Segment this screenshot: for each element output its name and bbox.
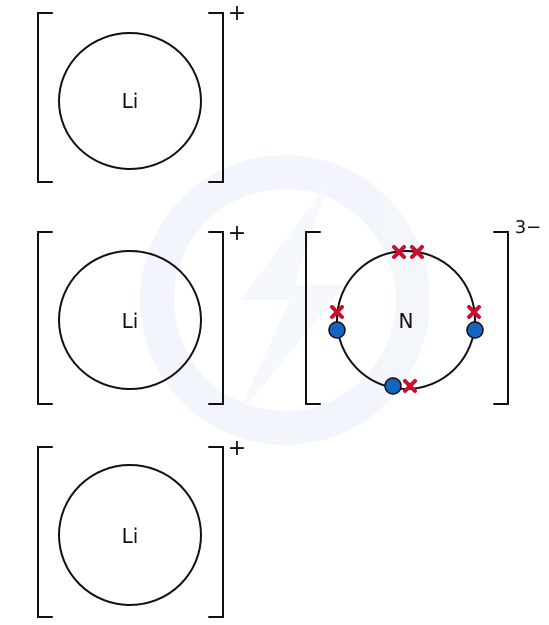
dot-icon [384, 377, 402, 395]
left-bracket [37, 446, 53, 618]
lithium-ion-2: Li + [37, 221, 246, 405]
right-bracket [208, 231, 224, 405]
lithium-shell [58, 250, 202, 390]
left-bracket [37, 12, 53, 183]
cross-icon [403, 379, 417, 393]
cross-icon [330, 305, 344, 319]
cross-icon [392, 245, 406, 259]
lithium-charge: + [228, 221, 246, 246]
lithium-symbol: Li [122, 89, 139, 113]
lithium-shell [58, 464, 202, 606]
lithium-shell [58, 32, 202, 170]
right-bracket [493, 231, 509, 405]
lithium-symbol: Li [122, 524, 139, 548]
lithium-ion-1: Li + [37, 1, 246, 183]
left-bracket [305, 231, 321, 405]
lithium-ion-3: Li + [37, 436, 246, 618]
dot-icon [328, 321, 346, 339]
watermark-logo [140, 155, 430, 445]
lithium-charge: + [228, 436, 246, 461]
lithium-symbol: Li [122, 309, 139, 333]
nitrogen-symbol: N [399, 309, 414, 333]
nitride-ion: N 3− [305, 217, 542, 405]
lithium-charge: + [228, 1, 246, 26]
right-bracket [208, 12, 224, 183]
nitride-charge: 3− [515, 217, 542, 238]
right-bracket [208, 446, 224, 618]
cross-icon [410, 245, 424, 259]
dot-icon [466, 321, 484, 339]
cross-icon [467, 305, 481, 319]
left-bracket [37, 231, 53, 405]
